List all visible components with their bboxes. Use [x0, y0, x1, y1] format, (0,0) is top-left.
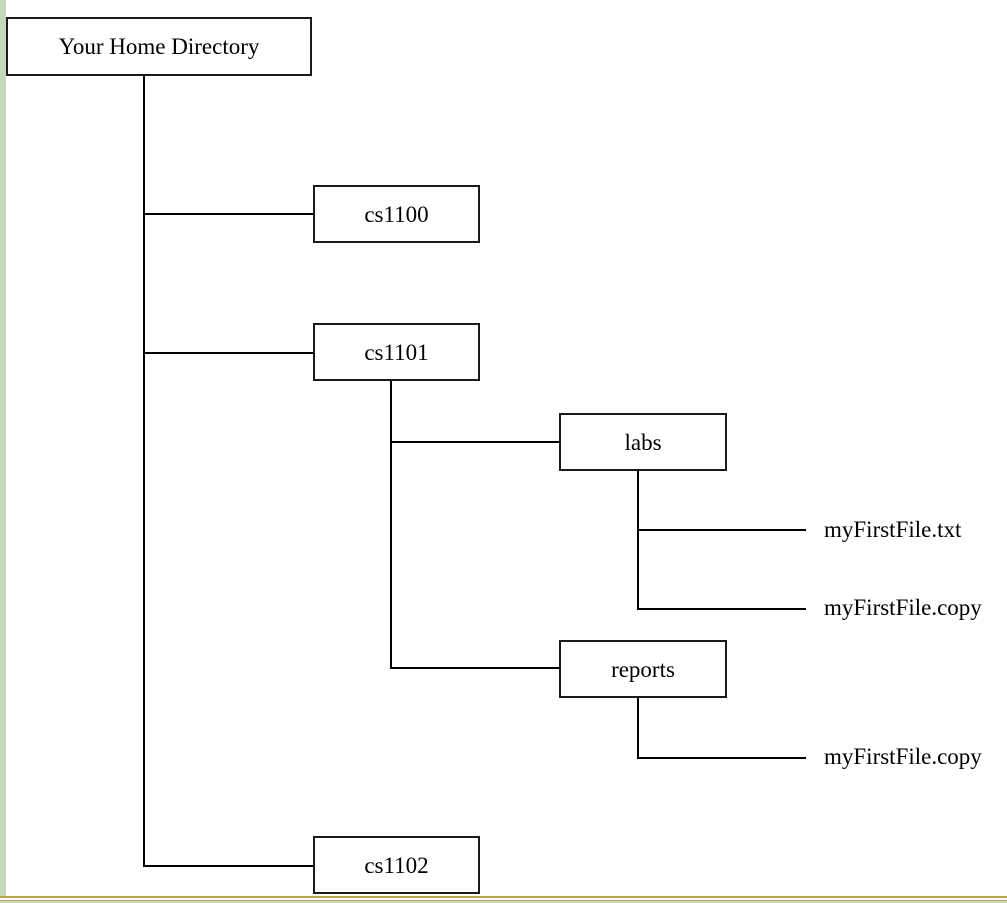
- file-label-myfirstfile-txt: myFirstFile.txt: [824, 517, 962, 542]
- connector-branch-labs-file-copy: [637, 608, 806, 610]
- tree-node-cs1101: cs1101: [313, 323, 480, 381]
- tree-node-label: reports: [611, 656, 675, 682]
- file-label-myfirstfile-copy-labs: myFirstFile.copy: [824, 595, 982, 620]
- tree-node-labs: labs: [559, 413, 727, 471]
- tree-node-cs1100: cs1100: [313, 185, 480, 243]
- connector-branch-cs1100: [143, 213, 313, 215]
- connector-reports-trunk: [637, 698, 639, 759]
- connector-cs1101-trunk: [390, 381, 392, 669]
- tree-node-home-directory: Your Home Directory: [6, 17, 312, 76]
- tree-node-cs1102: cs1102: [313, 836, 480, 894]
- connector-home-trunk: [143, 76, 145, 867]
- tree-node-label: cs1100: [364, 201, 429, 227]
- tree-node-label: labs: [624, 429, 662, 455]
- connector-labs-trunk: [637, 471, 639, 610]
- tree-node-reports: reports: [559, 640, 727, 698]
- page-bottom-accent-border: [0, 896, 1007, 903]
- connector-branch-labs-file-txt: [637, 529, 806, 531]
- connector-branch-reports-file-copy: [637, 757, 806, 759]
- connector-branch-reports: [390, 667, 559, 669]
- connector-branch-cs1102: [143, 865, 313, 867]
- file-label-myfirstfile-copy-reports: myFirstFile.copy: [824, 744, 982, 769]
- page-left-accent-stripe: [0, 0, 6, 897]
- connector-branch-labs: [390, 441, 559, 443]
- tree-node-label: cs1102: [364, 852, 429, 878]
- connector-branch-cs1101: [143, 352, 313, 354]
- tree-node-label: cs1101: [364, 339, 429, 365]
- tree-node-label: Your Home Directory: [58, 34, 260, 59]
